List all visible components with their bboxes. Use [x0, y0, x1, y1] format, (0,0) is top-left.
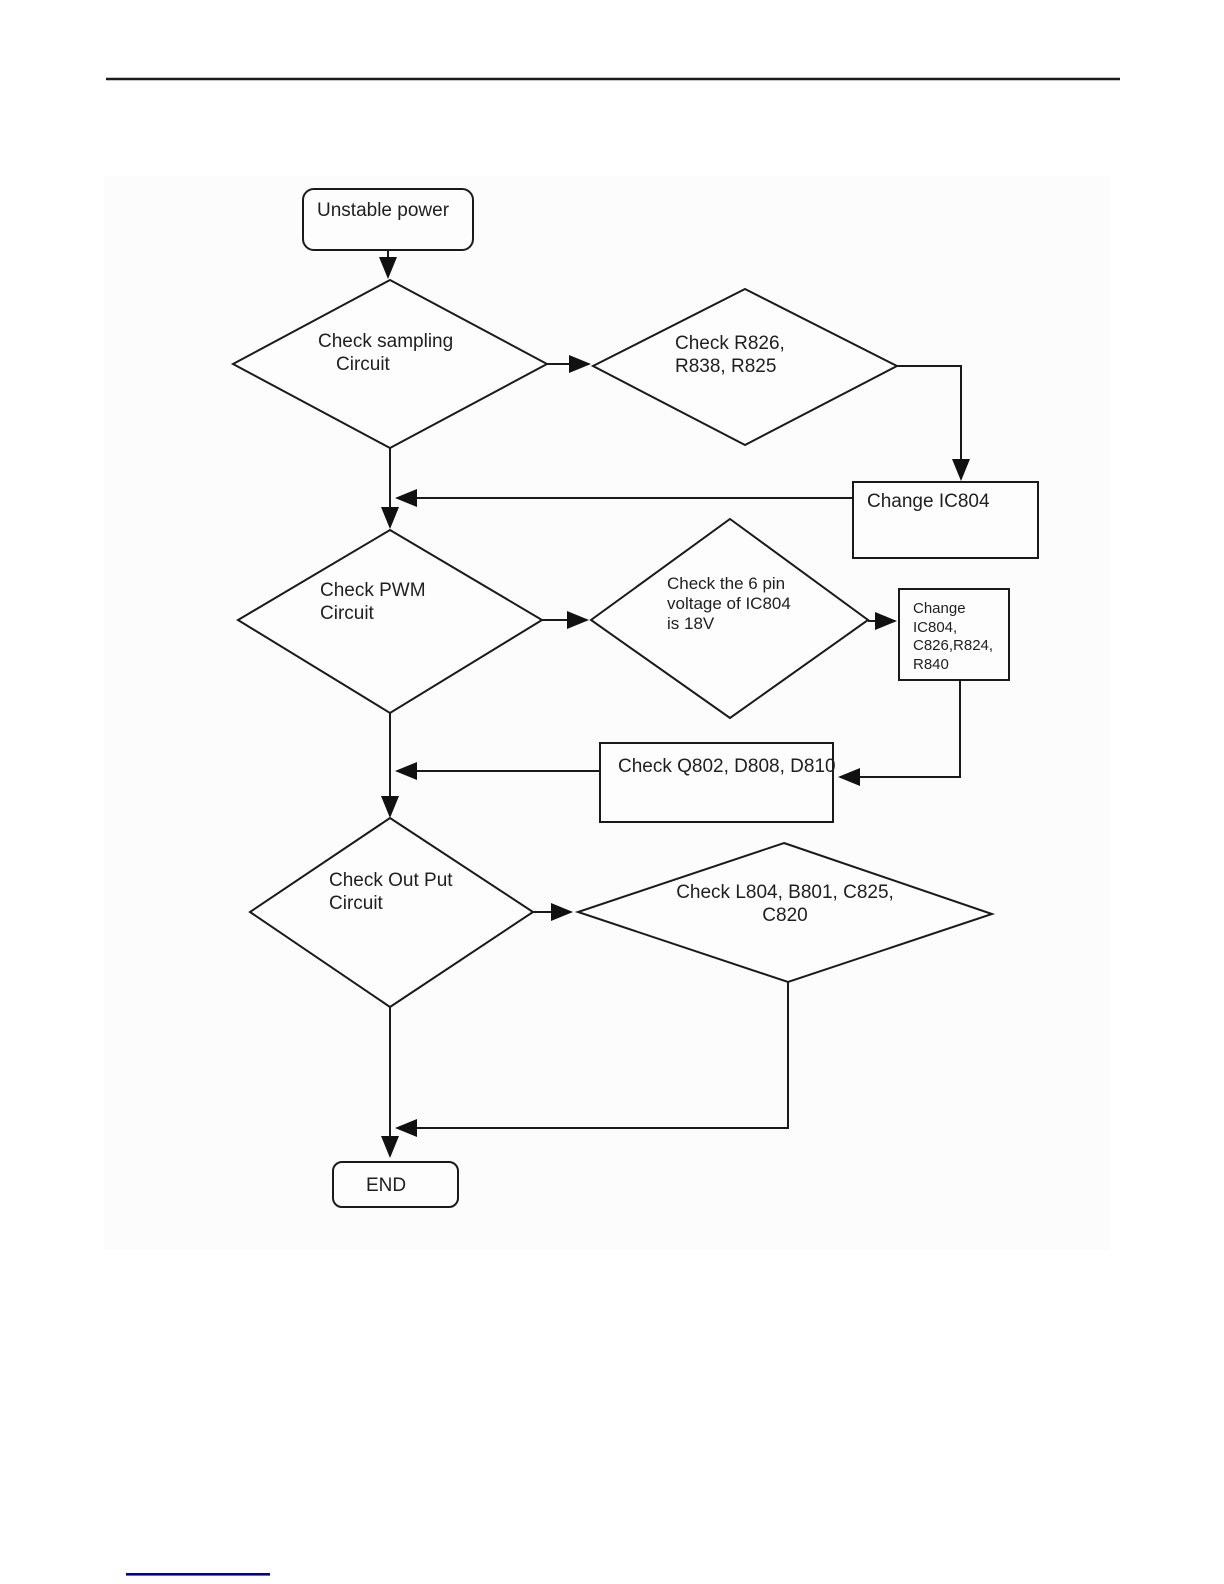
node-check-6pin-voltage	[589, 517, 870, 720]
node-check-l804-label-line2: C820	[762, 905, 807, 926]
node-change-components-label-line2: IC804,	[913, 619, 957, 636]
node-end-label: END	[366, 1175, 406, 1196]
node-change-ic804	[852, 481, 1039, 559]
node-check-resistors	[590, 287, 900, 447]
node-check-pwm-label-line1: Check PWM	[320, 580, 426, 601]
node-check-l804-label-line1: Check L804, B801, C825,	[676, 882, 894, 903]
node-change-components-label-line4: R840	[913, 656, 949, 673]
node-unstable-power	[302, 188, 474, 251]
node-check-l804	[574, 841, 996, 984]
node-check-output	[248, 816, 535, 1009]
footer-link-underline[interactable]	[126, 1573, 270, 1576]
node-check-output-label-line1: Check Out Put	[329, 870, 453, 891]
node-check-pwm	[236, 528, 544, 715]
node-check-pwm-label-line2: Circuit	[320, 603, 375, 624]
node-change-ic804-label: Change IC804	[867, 491, 990, 512]
node-end	[332, 1161, 459, 1208]
node-change-components-label-line3: C826,R824,	[913, 637, 993, 654]
connector-check-resistors-to-change-ic804	[897, 365, 970, 481]
node-check-sampling-label-line1: Check sampling	[318, 331, 453, 352]
node-check-output-label-line2: Circuit	[329, 893, 384, 914]
node-change-components-label-line1: Change	[913, 600, 966, 617]
node-check-6pin-voltage-label-line3: is 18V	[667, 614, 715, 633]
node-check-6pin-voltage-label-line1: Check the 6 pin	[667, 574, 785, 593]
node-check-q802	[599, 742, 834, 823]
connector-check-l804-to-main-line	[395, 982, 789, 1137]
node-check-sampling	[230, 278, 550, 450]
node-change-components	[898, 588, 1010, 681]
node-unstable-power-label: Unstable power	[317, 200, 450, 221]
node-check-sampling-label-line2: Circuit	[336, 354, 391, 375]
node-check-6pin-voltage-label-line2: voltage of IC804	[667, 594, 791, 613]
node-check-resistors-label-line1: Check R826,	[675, 333, 785, 354]
connector-change-components-to-check-q802	[838, 680, 961, 786]
node-check-resistors-label-line2: R838, R825	[675, 356, 776, 377]
node-check-q802-label: Check Q802, D808, D810	[618, 756, 836, 777]
